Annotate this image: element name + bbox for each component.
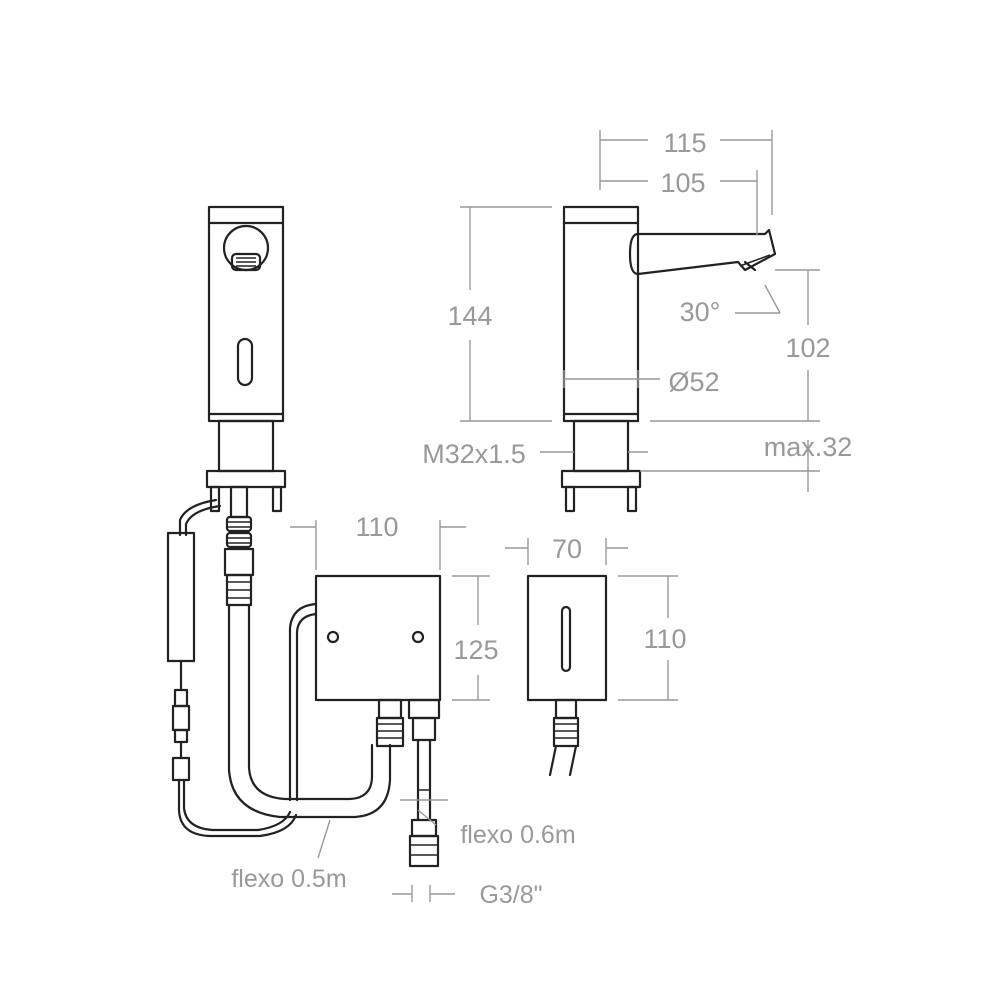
mounting-neck [217,419,275,473]
electronics-module [166,531,196,663]
dim-box-depth: 70 [552,534,582,564]
box-slot [560,605,572,673]
control-box-side [526,574,608,777]
sensor-window [236,337,254,387]
dim-spout-height: 102 [785,333,830,363]
control-box-side-body [526,574,608,702]
label-connection: G3/8" [479,881,542,909]
faucet-body-front [207,205,285,423]
supply-hose-short [223,485,392,819]
faucet-front-view [205,205,287,513]
faucet-body-side [562,205,640,423]
mounting-hole-right [411,630,425,644]
dim-overall-depth: 115 [663,128,706,158]
sensor-cable [166,498,298,838]
dim-body-height: 144 [447,301,492,331]
faucet-side-view [560,205,777,513]
aerator-nozzle [230,252,262,272]
dim-box-width: 110 [355,512,398,542]
spout [628,228,777,276]
dim-max-worktop: max.32 [764,432,853,462]
dim-box-height: 125 [453,635,498,665]
mounting-bracket [205,469,287,489]
box-return-hose [288,602,318,802]
aerator-outlet-icon [222,224,270,272]
label-flexo-short: flexo 0.5m [231,865,346,893]
dim-body-diameter: Ø52 [668,367,719,397]
dimension-lines [290,130,820,902]
dim-box-side-height: 110 [643,624,686,654]
dim-mount-thread: M32x1.5 [422,439,526,469]
control-box-front [314,574,448,868]
mounting-hole-left [326,630,340,644]
label-flexo-long: flexo 0.6m [460,821,575,849]
dim-spout-angle: 30° [680,297,721,327]
control-box [314,574,442,702]
dim-spout-reach: 105 [660,168,705,198]
